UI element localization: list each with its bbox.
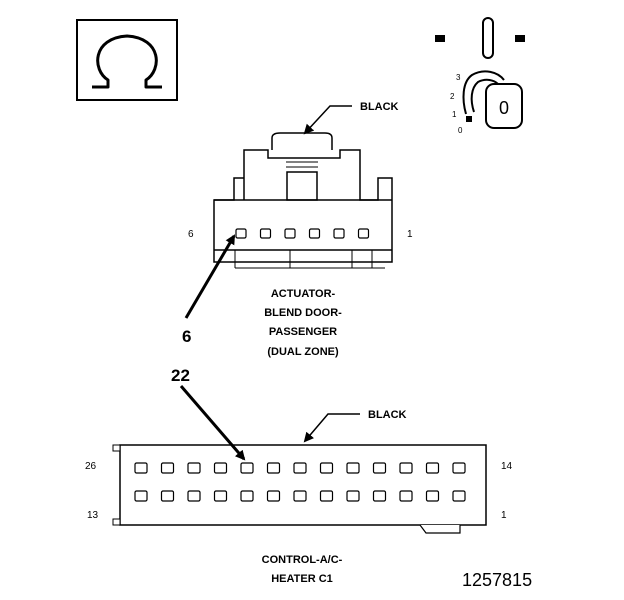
control-heater-pin-cavity [240,462,254,474]
control-heater-pin-cavity [187,490,201,502]
control-heater-pin-cavity [319,490,334,502]
ignition-pos-2: 2 [450,92,455,101]
actuator-title-2: BLEND DOOR- [264,307,342,319]
control-heater-callout: 22 [171,366,190,385]
control-heater-pin-cavity [266,462,281,474]
actuator-pin-cavity [333,228,345,239]
control-heater-pin-cavity [425,462,440,474]
control-heater-pin-cavities [134,462,466,502]
actuator-pin-cavity [308,228,321,239]
ignition-key-glyph: 0 [499,98,509,118]
actuator-color-label: BLACK [360,101,399,113]
actuator-pin-cavity [235,228,247,239]
figure-number: 1257815 [462,570,532,590]
control-heater-pin-cavity [399,462,413,474]
control-heater-pin-cavity [372,462,387,474]
control-heater-pin-cavity [160,462,175,474]
control-heater-pin-cavity [452,490,466,502]
control-heater-pin-cavity [346,490,360,502]
actuator-pin-cavity [357,228,370,239]
control-heater-title-2: HEATER C1 [271,573,333,585]
control-heater-pin-cavity [187,462,201,474]
actuator-pin-cavity [284,228,296,239]
actuator-pin-cavity [259,228,272,239]
control-heater-title-1: CONTROL-A/C- [262,554,343,566]
control-heater-pin-cavity [319,462,334,474]
actuator-title-3: PASSENGER [269,326,337,338]
ignition-pos-3: 3 [456,73,461,82]
control-heater-pin-cavity [293,490,307,502]
ignition-pos-1: 1 [452,110,457,119]
control-heater-pin-label-14: 14 [501,461,513,472]
control-heater-pin-cavity [425,490,440,502]
control-heater-pin-cavity [346,462,360,474]
actuator-connector: 6 1 [188,132,413,269]
actuator-pin-cavities [235,228,370,239]
control-heater-pin-cavity [134,490,148,502]
ignition-pos-0: 0 [458,126,463,135]
control-heater-pin-cavity [372,490,387,502]
control-heater-pin-cavity [452,462,466,474]
control-heater-pin-cavity [213,462,228,474]
actuator-title-4: (DUAL ZONE) [267,346,339,358]
control-heater-connector: 26 14 13 1 [85,444,513,534]
control-heater-pin-cavity [213,490,228,502]
actuator-callout: 6 [182,327,191,346]
control-heater-pin-cavity [293,462,307,474]
control-heater-pin-cavity [160,490,175,502]
actuator-pin-label-right: 1 [407,229,413,240]
control-heater-pin-cavity [266,490,281,502]
actuator-pin-label-left: 6 [188,229,194,240]
control-heater-color-leader [303,413,360,443]
control-heater-pin-cavity [399,490,413,502]
control-heater-pin-label-1: 1 [501,510,507,521]
control-heater-pin-cavity [134,462,148,474]
ignition-key-icon: 0 3 2 1 0 [435,17,525,135]
control-heater-pin-label-26: 26 [85,461,97,472]
actuator-pin-arrow [184,234,236,319]
actuator-title-1: ACTUATOR- [271,288,336,300]
control-heater-pin-label-13: 13 [87,510,99,521]
control-heater-color-label: BLACK [368,409,407,421]
control-heater-pin-cavity [240,490,254,502]
actuator-color-leader [303,105,352,135]
control-heater-pin-arrow [179,385,246,461]
ohm-meter-icon [76,19,178,101]
